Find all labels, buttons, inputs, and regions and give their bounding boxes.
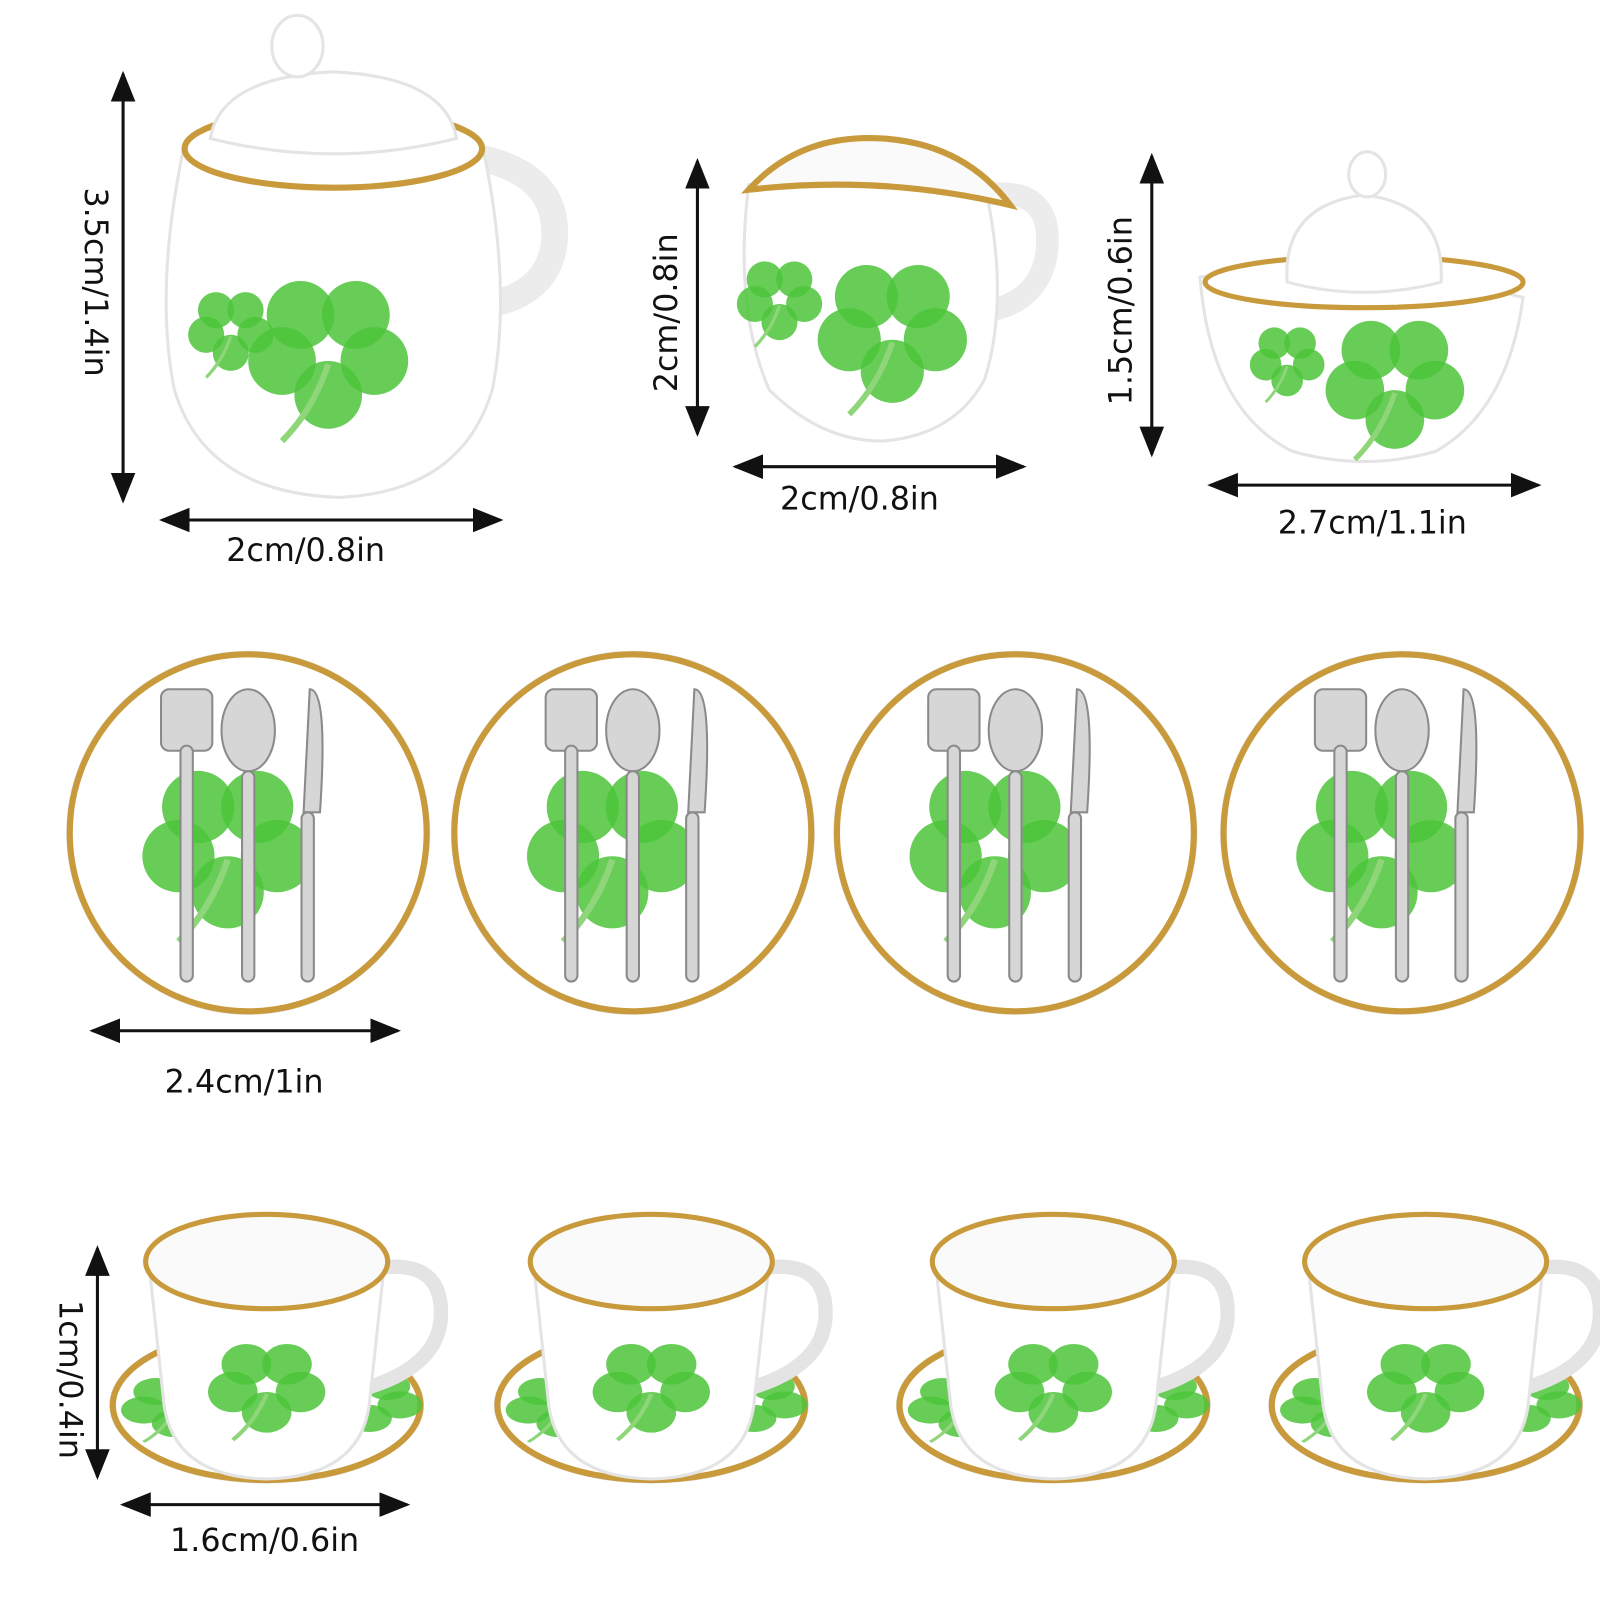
cup-and-saucer bbox=[897, 1214, 1227, 1482]
cup-and-saucer bbox=[1270, 1214, 1600, 1482]
teapot-width-label: 2cm/0.8in bbox=[226, 532, 385, 569]
cup-and-saucer bbox=[111, 1214, 441, 1482]
plate-with-cutlery bbox=[452, 652, 813, 1013]
plate-with-cutlery bbox=[68, 652, 429, 1013]
teapot-height-label: 3.5cm/1.4in bbox=[77, 187, 114, 376]
creamer bbox=[735, 134, 1059, 443]
sugar-bowl bbox=[1198, 150, 1526, 464]
sugar-bowl-height-label: 1.5cm/0.6in bbox=[1102, 216, 1139, 405]
cup-width-label: 1.6cm/0.6in bbox=[170, 1522, 359, 1559]
sugar-bowl-width-label: 2.7cm/1.1in bbox=[1278, 504, 1467, 541]
creamer-height-label: 2cm/0.8in bbox=[648, 233, 685, 392]
plate-with-cutlery bbox=[835, 652, 1196, 1013]
teapot bbox=[164, 13, 569, 499]
cup-and-saucer bbox=[495, 1214, 825, 1482]
plate-width-label: 2.4cm/1in bbox=[165, 1063, 324, 1100]
cup-height-label: 1cm/0.4in bbox=[51, 1300, 88, 1459]
creamer-width-label: 2cm/0.8in bbox=[780, 481, 939, 518]
plate-with-cutlery bbox=[1222, 652, 1583, 1013]
